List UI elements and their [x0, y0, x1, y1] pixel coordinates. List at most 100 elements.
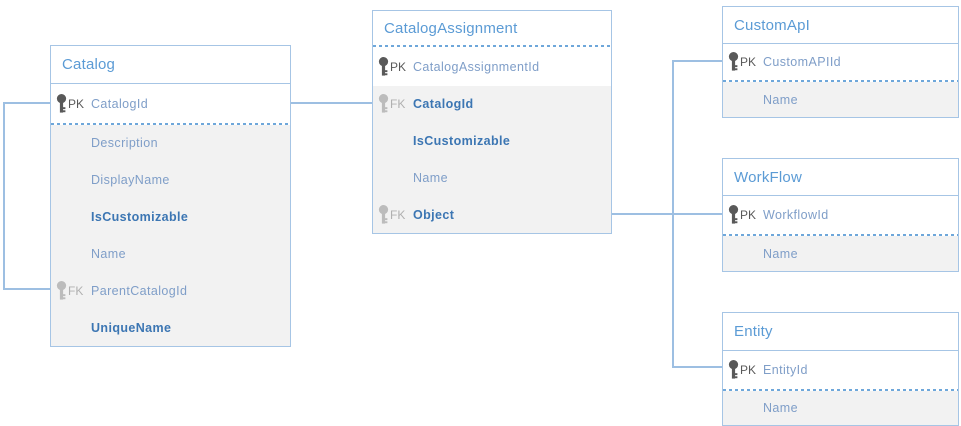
relationship-line-trunk-entity	[672, 366, 722, 368]
table-workflow: WorkFlow PK WorkflowId Name	[722, 158, 959, 272]
key-cell: FK	[373, 204, 413, 225]
column-row-object: FK Object	[373, 196, 611, 233]
column-name-label: DisplayName	[91, 173, 170, 188]
column-name-label: EntityId	[763, 363, 808, 377]
column-row-description: Description	[51, 125, 290, 162]
table-title-label: Catalog	[62, 56, 116, 73]
pk-section: PK CatalogId	[51, 84, 290, 123]
column-name-label: CatalogAssignmentId	[413, 59, 540, 74]
pk-section: PK CustomAPIId	[723, 44, 958, 80]
relationship-line-catalog-self-bottom	[3, 288, 50, 290]
relationship-line-catalogassignment-workflow	[610, 213, 722, 215]
fk-key-icon	[378, 94, 389, 114]
pk-section: PK EntityId	[723, 351, 958, 389]
pk-key-icon	[728, 360, 739, 380]
column-name-label: Description	[91, 136, 158, 151]
column-name-label: CatalogId	[413, 97, 474, 112]
relationship-line-trunk-vertical	[672, 60, 674, 368]
column-row-name: Name	[51, 235, 290, 272]
key-type-label: FK	[390, 207, 406, 222]
relationship-line-catalog-self-top	[3, 102, 50, 104]
column-row-displayname: DisplayName	[51, 162, 290, 199]
pk-divider	[723, 80, 958, 82]
pk-key-icon	[728, 205, 739, 225]
fk-key-icon	[56, 280, 67, 301]
table-title-label: Entity	[734, 323, 773, 340]
key-cell: PK	[723, 52, 763, 72]
relationship-line-catalog-catalogassignment	[289, 102, 372, 104]
column-name-label: Name	[91, 246, 126, 261]
key-type-label: PK	[740, 363, 757, 377]
column-name-label: Name	[763, 92, 798, 107]
pk-divider	[51, 123, 290, 125]
column-name-label: IsCustomizable	[413, 134, 511, 149]
header-divider	[51, 83, 290, 84]
key-type-label: FK	[68, 283, 84, 298]
column-name-label: Object	[413, 207, 455, 222]
header-divider	[723, 195, 958, 196]
column-name-label: WorkflowId	[763, 208, 829, 222]
key-cell: FK	[51, 280, 91, 301]
column-row-name: Name	[723, 391, 958, 425]
attributes-section: Name	[723, 82, 958, 117]
column-name-label: IsCustomizable	[91, 210, 189, 225]
column-row-name: Name	[723, 82, 958, 117]
column-row-catalogassignmentid: PK CatalogAssignmentId	[373, 47, 611, 86]
table-entity: Entity PK EntityId Name	[722, 312, 959, 426]
key-type-label: PK	[740, 55, 757, 69]
table-title: Catalog	[51, 46, 290, 83]
column-row-iscustomizable: IsCustomizable	[373, 123, 611, 160]
table-title: CatalogAssignment	[373, 11, 611, 45]
table-title: CustomApI	[723, 7, 958, 43]
column-row-uniquename: UniqueName	[51, 309, 290, 346]
pk-key-icon	[728, 52, 739, 72]
key-cell: PK	[723, 205, 763, 225]
column-row-workflowid: PK WorkflowId	[723, 196, 958, 234]
key-cell: PK	[723, 360, 763, 380]
column-name-label: ParentCatalogId	[91, 283, 188, 298]
column-row-iscustomizable: IsCustomizable	[51, 199, 290, 236]
column-row-name: Name	[373, 160, 611, 197]
pk-section: PK CatalogAssignmentId	[373, 47, 611, 86]
column-name-label: Name	[413, 170, 448, 185]
column-name-label: CustomAPIId	[763, 55, 842, 69]
pk-divider	[723, 234, 958, 236]
key-cell: FK	[373, 94, 413, 114]
pk-key-icon	[56, 93, 67, 114]
key-type-label: PK	[68, 96, 85, 111]
column-name-label: Name	[763, 401, 798, 415]
column-row-entityid: PK EntityId	[723, 351, 958, 389]
column-name-label: UniqueName	[91, 320, 172, 335]
attributes-section: Name	[723, 236, 958, 271]
column-row-parentcatalogid: FK ParentCatalogId	[51, 272, 290, 309]
key-cell: PK	[373, 56, 413, 77]
column-name-label: CatalogId	[91, 96, 149, 111]
header-divider	[723, 350, 958, 351]
header-divider	[723, 43, 958, 44]
header-divider	[373, 45, 611, 47]
relationship-line-catalog-self-left	[3, 102, 5, 290]
key-cell: PK	[51, 93, 91, 114]
column-name-label: Name	[763, 246, 798, 261]
relationship-line-trunk-customapi	[672, 60, 722, 62]
table-title: WorkFlow	[723, 159, 958, 195]
column-row-catalogid: FK CatalogId	[373, 86, 611, 123]
key-type-label: FK	[390, 97, 406, 112]
pk-section: PK WorkflowId	[723, 196, 958, 234]
pk-divider	[723, 389, 958, 391]
table-customapi: CustomApI PK CustomAPIId Name	[722, 6, 959, 118]
column-row-customapiid: PK CustomAPIId	[723, 44, 958, 80]
key-type-label: PK	[740, 208, 757, 222]
fk-key-icon	[378, 204, 389, 225]
table-title-label: CatalogAssignment	[384, 19, 518, 37]
table-title-label: WorkFlow	[734, 168, 802, 186]
table-title: Entity	[723, 313, 958, 350]
attributes-section: Name	[723, 391, 958, 425]
key-type-label: PK	[390, 59, 407, 74]
column-row-name: Name	[723, 236, 958, 271]
